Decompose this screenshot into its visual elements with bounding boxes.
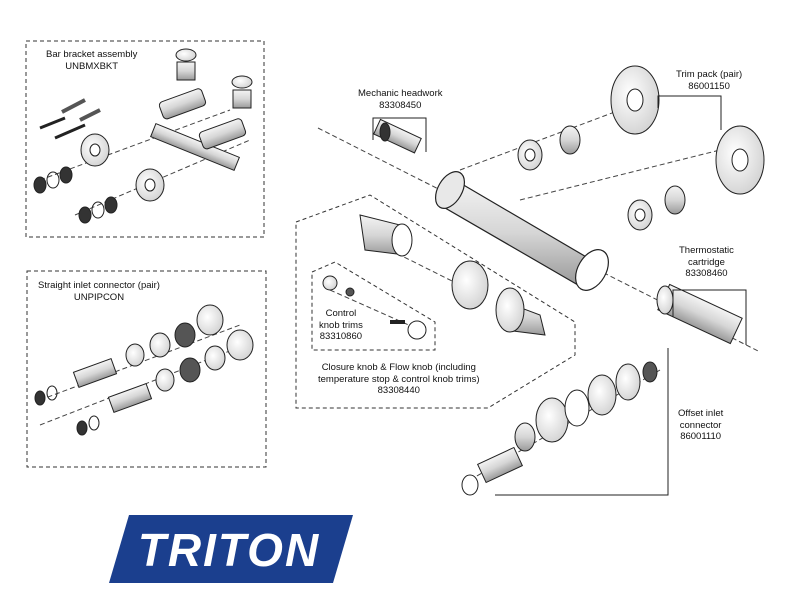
group-boxes — [25, 40, 576, 468]
label-control-knob-trims-line1: Control — [325, 308, 357, 319]
thermostatic-cartridge-part — [656, 283, 743, 345]
label-thermostatic-cartridge-line2: cartridge — [687, 256, 725, 268]
label-control-knob-trims-line2: knob trims — [319, 319, 363, 331]
label-straight-inlet: Straight inlet connector (pair) UNPIPCON — [38, 280, 160, 303]
straight-inlet-parts — [34, 304, 254, 436]
label-thermostatic-cartridge-code: 83308460 — [685, 268, 728, 279]
label-offset-inlet: Offset inlet connector 86001110 — [678, 408, 723, 443]
label-trim-pack-title: Trim pack (pair) — [676, 69, 743, 80]
box-closure-knob — [295, 194, 576, 409]
valve-body — [434, 171, 609, 291]
label-trim-pack: Trim pack (pair) 86001150 — [676, 69, 742, 92]
label-bar-bracket-code: UNBMXBKT — [65, 60, 119, 72]
label-mechanic-headwork: Mechanic headwork 83308450 — [358, 88, 443, 111]
label-offset-inlet-line2: connector — [679, 419, 722, 431]
mechanic-headwork-part — [373, 118, 422, 154]
label-control-knob-trims: Control knob trims 83310860 — [319, 308, 363, 343]
box-straight-inlet — [26, 270, 267, 468]
closure-knob-parts — [359, 214, 546, 336]
label-thermostatic-cartridge: Thermostatic cartridge 83308460 — [679, 245, 734, 280]
triton-logo-text: TRITON — [138, 524, 320, 576]
bar-bracket-parts — [33, 48, 253, 224]
triton-logo-badge — [109, 515, 353, 583]
label-closure-knob-line1: Closure knob & Flow knob (including — [321, 362, 476, 373]
label-straight-inlet-code: UNPIPCON — [73, 291, 125, 303]
label-bar-bracket-title: Bar bracket assembly — [46, 49, 138, 60]
label-straight-inlet-title: Straight inlet connector (pair) — [38, 280, 160, 291]
label-bar-bracket: Bar bracket assembly UNBMXBKT — [46, 49, 137, 72]
label-closure-knob-code: 83308440 — [377, 385, 420, 396]
label-trim-pack-code: 86001150 — [688, 80, 730, 92]
label-thermostatic-cartridge-line1: Thermostatic — [679, 245, 734, 256]
control-trim-parts — [322, 275, 427, 340]
box-bar-bracket — [25, 40, 265, 238]
label-control-knob-trims-code: 83310860 — [319, 331, 363, 342]
trim-and-nut-parts — [517, 65, 765, 231]
label-mechanic-headwork-code: 83308450 — [379, 99, 422, 111]
label-closure-knob: Closure knob & Flow knob (including temp… — [318, 362, 480, 397]
box-control-trims — [311, 261, 436, 351]
label-closure-knob-line2: temperature stop & control knob trims) — [318, 373, 480, 385]
leader-lines — [372, 95, 747, 496]
label-offset-inlet-line1: Offset inlet — [678, 408, 724, 419]
label-mechanic-headwork-title: Mechanic headwork — [358, 88, 443, 99]
label-offset-inlet-code: 86001110 — [680, 431, 722, 442]
triton-logo: TRITON — [109, 515, 353, 583]
offset-inlet-parts — [461, 361, 658, 496]
